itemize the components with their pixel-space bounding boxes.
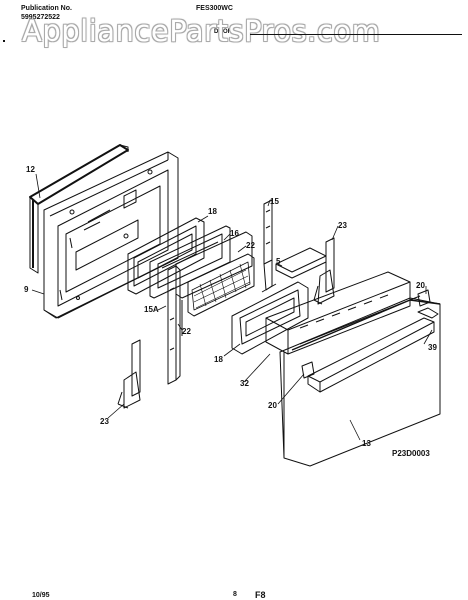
callout-32: 32	[240, 379, 249, 388]
publication-label: Publication No.	[21, 5, 72, 12]
part-window-frame-lower	[231, 281, 309, 355]
callout-22-lower: 22	[182, 327, 191, 336]
watermark-text: AppliancePartsPros.com	[22, 14, 381, 48]
part-handle-endcap-left	[301, 361, 315, 379]
callout-23: 23	[338, 221, 347, 230]
footer-page: 8	[233, 591, 237, 598]
part-outer-door-panel	[279, 295, 441, 467]
part-hinge-bracket-right	[313, 237, 335, 305]
part-retainer	[275, 247, 327, 279]
section-title: DOOR	[214, 29, 232, 35]
part-handle-endcap-right	[417, 289, 431, 307]
callout-23-lower: 23	[100, 417, 109, 426]
part-hinge-bracket-left	[117, 339, 141, 409]
callout-20: 20	[416, 281, 425, 290]
part-hinge-left	[167, 265, 181, 385]
footer-code: F8	[255, 590, 266, 600]
margin-dot	[3, 40, 5, 42]
callout-12: 12	[26, 165, 35, 174]
model-number: FES300WC	[196, 5, 233, 12]
callout-15: 15	[270, 197, 279, 206]
part-door-gasket	[29, 144, 129, 274]
callout-18: 18	[208, 207, 217, 216]
callout-16: 16	[230, 229, 239, 238]
callout-5: 5	[276, 257, 281, 266]
callout-9: 9	[24, 285, 29, 294]
publication-number: 5995272522	[21, 14, 60, 21]
header-rule	[250, 34, 462, 35]
callout-20-lower: 20	[268, 401, 277, 410]
callout-18-lower: 18	[214, 355, 223, 364]
part-hinge-right	[261, 199, 277, 293]
callout-39: 39	[428, 343, 437, 352]
part-window-glass	[149, 225, 231, 299]
part-door-handle	[307, 307, 439, 393]
part-window-screen	[187, 253, 255, 317]
callout-22: 22	[246, 241, 255, 250]
part-vent-trim	[265, 271, 411, 355]
callout-13: 13	[362, 439, 371, 448]
diagram-code: P23D0003	[392, 449, 430, 458]
leader-lines	[31, 173, 433, 441]
callout-15a: 15A	[144, 305, 159, 314]
part-window-frame-upper	[127, 217, 205, 295]
footer-date: 10/95	[32, 592, 50, 599]
